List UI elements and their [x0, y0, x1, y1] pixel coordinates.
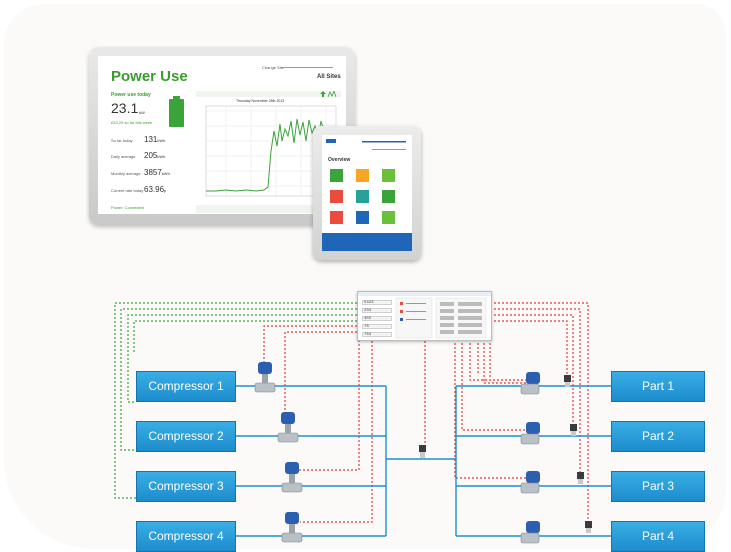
- overview-tile[interactable]: [382, 190, 395, 203]
- compressor-box: Compressor 1: [136, 371, 236, 402]
- overview-tile[interactable]: [356, 169, 369, 182]
- overview-tile[interactable]: [382, 211, 395, 224]
- pressure-sensor-icon: [570, 424, 577, 436]
- power-now-value: 23.1: [111, 100, 139, 116]
- stat-label: Current rate today: [111, 188, 144, 193]
- stat-value: 3857kWh: [144, 168, 170, 177]
- chart-date: Thursday November 28th 2013: [236, 99, 285, 103]
- overview-tile[interactable]: [382, 169, 395, 182]
- pressure-sensor-icon: [585, 521, 592, 533]
- cost-text: £53.29 so far this week: [111, 120, 153, 125]
- overview-tile[interactable]: [330, 211, 343, 224]
- part-box: Part 3: [611, 471, 705, 502]
- summary-panel: Power use today 23.1 kW £53.29 so far th…: [111, 92, 188, 212]
- overview-tile[interactable]: [330, 190, 343, 203]
- red-signal-lines-right: [454, 302, 589, 525]
- tablet-device: Overview: [313, 126, 421, 260]
- green-signal-lines: [114, 302, 357, 499]
- flow-meter-icon: [520, 521, 540, 544]
- site-selector-label: Change Site: [262, 65, 285, 70]
- panel-value: 5424: [362, 300, 392, 305]
- connection-status: Power: Connected: [111, 205, 144, 210]
- panel-value: 764: [362, 332, 392, 337]
- stat-value: 63.96p: [144, 185, 167, 194]
- flow-meter-icon: [281, 462, 303, 493]
- stat-label: Monthly average: [111, 171, 141, 176]
- overview-title: Overview: [328, 157, 351, 163]
- overview-tile[interactable]: [356, 190, 369, 203]
- dashboard-title: Power Use: [111, 68, 188, 85]
- flow-meter-icon: [520, 422, 540, 445]
- stat-label: So far today: [111, 138, 133, 143]
- flow-meter-icon: [520, 471, 540, 494]
- control-panel: 5424 234 455 78 764: [357, 291, 492, 341]
- tablet-header: [326, 139, 406, 150]
- compressor-box: Compressor 2: [136, 421, 236, 452]
- flow-meter-icon: [254, 362, 276, 393]
- part-box: Part 1: [611, 371, 705, 402]
- pressure-sensor-icon: [577, 472, 584, 484]
- panel-decor: [358, 292, 491, 339]
- battery-icon: [169, 96, 184, 127]
- pressure-sensor-icon: [564, 375, 571, 387]
- flow-meter-icon: [281, 512, 303, 543]
- part-box: Part 2: [611, 421, 705, 452]
- pressure-sensor-icon: [419, 445, 426, 458]
- power-now-unit: kW: [139, 110, 145, 115]
- compressor-box: Compressor 3: [136, 471, 236, 502]
- part-box: Part 4: [611, 521, 705, 552]
- flow-meter-icon: [277, 412, 299, 443]
- panel-value: 234: [362, 308, 392, 313]
- site-selector-value[interactable]: All Sites: [317, 74, 341, 80]
- overview-tile[interactable]: [356, 211, 369, 224]
- stat-label: Daily average: [111, 154, 136, 159]
- stat-value: 131kWh: [144, 135, 166, 144]
- tablet-footer-band: [322, 233, 412, 251]
- power-use-dashboard: Power Use Change Site All Sites Power us…: [98, 56, 346, 214]
- panel-value: 78: [362, 324, 392, 329]
- site-slider[interactable]: [281, 67, 333, 68]
- flow-meter-icon: [520, 372, 540, 395]
- monitor-device: Power Use Change Site All Sites Power us…: [89, 47, 355, 225]
- compressor-box: Compressor 4: [136, 521, 236, 552]
- power-today-label: Power use today: [111, 92, 151, 98]
- panel-value: 455: [362, 316, 392, 321]
- stat-value: 205kWh: [144, 151, 166, 160]
- overview-screen: Overview: [322, 135, 412, 251]
- overview-tile[interactable]: [330, 169, 343, 182]
